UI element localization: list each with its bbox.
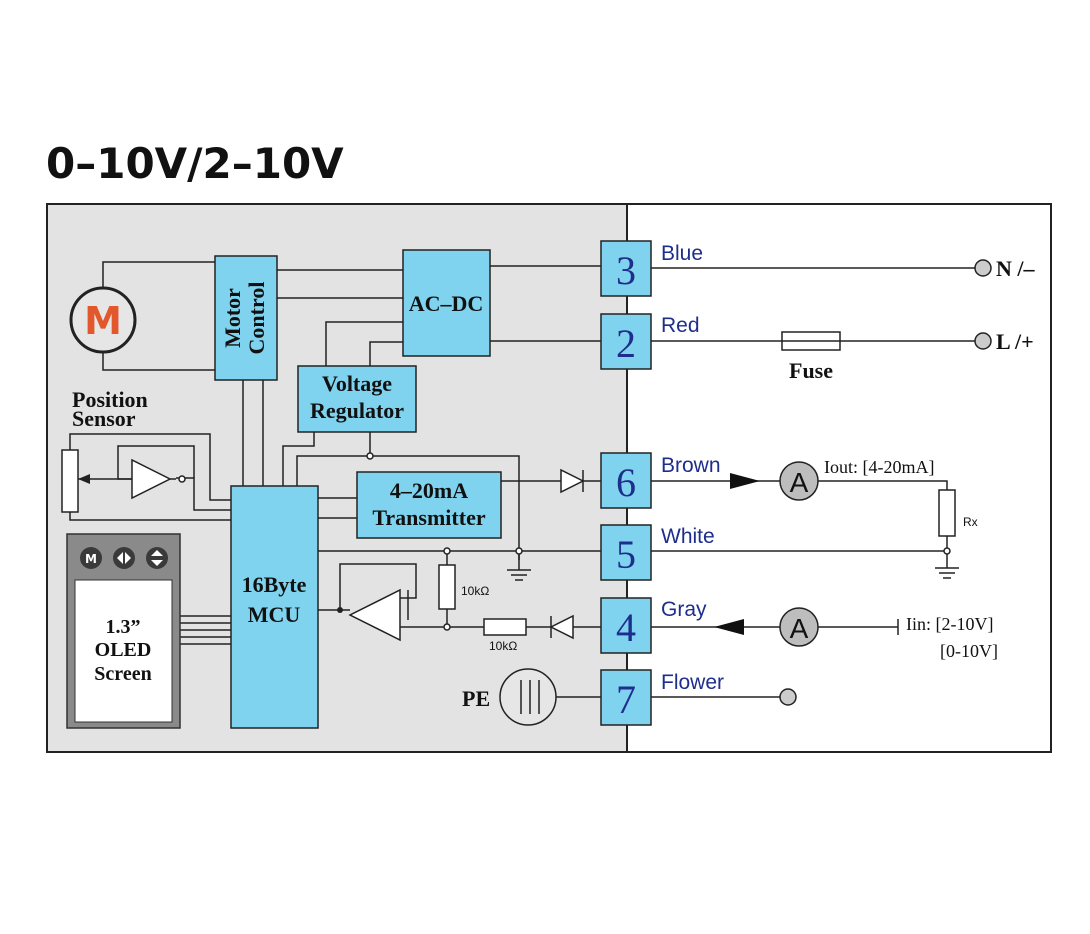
buffer-amp xyxy=(131,458,172,500)
motor-control-label-2: Control xyxy=(244,282,269,355)
input-ammeter: A Iin: [2-10V] [0-10V] xyxy=(714,607,998,661)
motor-control-label-1: Motor xyxy=(220,288,245,348)
voltage-regulator-block: Voltage Regulator xyxy=(297,365,417,433)
mcu-block: 16Byte MCU xyxy=(230,485,319,729)
menu-button-icon xyxy=(80,547,102,569)
voltage-regulator-label-1: Voltage xyxy=(322,371,392,396)
wire-label-blue: Blue xyxy=(661,242,703,265)
position-sensor-label-1: Position xyxy=(72,387,148,412)
wire-label-brown: Brown xyxy=(661,454,721,477)
diode-output xyxy=(560,468,585,494)
up-down-button-icon xyxy=(146,547,168,569)
oled-screen: M 1.3” OLED Screen xyxy=(66,533,181,729)
wire-label-red: Red xyxy=(661,314,700,337)
transmitter-label-2: Transmitter xyxy=(372,505,485,530)
iin-label-1: Iin: [2-10V] xyxy=(906,614,993,634)
fuse-label: Fuse xyxy=(789,358,833,383)
terminal-4-number: 4 xyxy=(616,605,636,650)
left-right-button-icon xyxy=(113,547,135,569)
rx-resistor: Rx xyxy=(938,489,978,537)
motor-letter: M xyxy=(84,299,122,343)
terminal-2-number: 2 xyxy=(616,321,636,366)
ground-symbol-external xyxy=(935,547,959,579)
position-sensor: Position Sensor xyxy=(61,387,186,513)
potentiometer xyxy=(61,449,79,513)
live-label: L /+ xyxy=(996,329,1034,354)
iin-label-2: [0-10V] xyxy=(940,641,998,661)
iout-label: Iout: [4-20mA] xyxy=(824,457,934,477)
output-ammeter-label: A xyxy=(790,467,809,498)
flower-terminal-end xyxy=(779,688,797,706)
pe-label: PE xyxy=(462,686,490,711)
diode-input xyxy=(549,614,574,640)
terminal-3: 3 Blue xyxy=(600,240,703,297)
wiper-arrow xyxy=(78,474,90,484)
voltage-regulator-label-2: Regulator xyxy=(310,398,404,423)
external-wiring xyxy=(651,267,975,698)
mcu-label-2: MCU xyxy=(248,602,301,627)
wire-label-flower: Flower xyxy=(661,671,724,694)
neutral-label: N /– xyxy=(996,256,1036,281)
acdc-label: AC–DC xyxy=(409,291,484,316)
motor-control-block: Motor Control xyxy=(214,255,278,381)
fuse: Fuse xyxy=(781,331,841,383)
terminal-4: 4 Gray xyxy=(600,597,707,654)
screen-label-2: OLED xyxy=(95,639,152,661)
mcu-label-1: 16Byte xyxy=(242,572,307,597)
terminal-7: 7 Flower xyxy=(600,669,724,726)
neutral-terminal: N /– xyxy=(974,256,1036,281)
resistor-10k-vertical-label: 10kΩ xyxy=(461,584,489,598)
internal-wiring xyxy=(69,261,601,698)
resistor-10k-horizontal: 10kΩ xyxy=(483,618,527,653)
transmitter-label-1: 4–20mA xyxy=(390,478,468,503)
terminal-3-number: 3 xyxy=(616,248,636,293)
resistor-10k-horizontal-label: 10kΩ xyxy=(489,639,517,653)
position-sensor-label-2: Sensor xyxy=(72,406,136,431)
wire-label-white: White xyxy=(661,525,715,548)
resistor-10k-vertical: 10kΩ xyxy=(438,564,489,610)
live-terminal: L /+ xyxy=(974,329,1034,354)
diagram-title: 0–10V/2–10V xyxy=(46,139,344,188)
terminal-5: 5 White xyxy=(600,524,715,581)
terminal-7-number: 7 xyxy=(616,677,636,722)
acdc-block: AC–DC xyxy=(402,249,491,357)
terminal-5-number: 5 xyxy=(616,532,636,577)
input-opamp xyxy=(348,588,401,642)
output-ammeter: A Iout: [4-20mA] xyxy=(730,457,934,501)
screen-label-1: 1.3” xyxy=(106,616,141,638)
input-ammeter-label: A xyxy=(790,613,809,644)
terminal-6: 6 Brown xyxy=(600,452,721,509)
transmitter-block: 4–20mA Transmitter xyxy=(356,471,502,539)
wire-label-gray: Gray xyxy=(661,598,707,621)
rx-label: Rx xyxy=(963,515,978,529)
ground-symbol-internal xyxy=(507,569,531,581)
screen-label-3: Screen xyxy=(94,663,151,685)
terminal-6-number: 6 xyxy=(616,460,636,505)
svg-text:M: M xyxy=(85,552,97,566)
terminal-2: 2 Red xyxy=(600,313,700,370)
motor-icon: M xyxy=(69,286,137,354)
pe-symbol: PE xyxy=(462,668,557,726)
